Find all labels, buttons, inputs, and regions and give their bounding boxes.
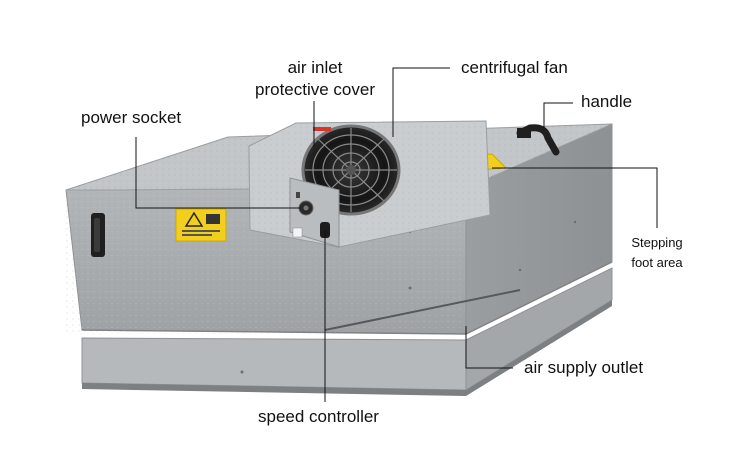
label-air-supply-outlet: air supply outlet bbox=[524, 358, 644, 377]
leader-lines bbox=[135, 67, 658, 402]
label-handle: handle bbox=[581, 92, 633, 111]
label-stepping-foot-area: Stepping foot area bbox=[620, 233, 694, 273]
fan-module bbox=[248, 120, 491, 248]
left-handle bbox=[91, 213, 105, 257]
top-handle bbox=[516, 124, 560, 156]
label-speed-controller: speed controller bbox=[258, 407, 379, 426]
label-power-socket: power socket bbox=[81, 108, 182, 127]
label-stepping-line2: foot area bbox=[631, 255, 683, 270]
leader-power-socket bbox=[135, 137, 301, 209]
leader-stepping-foot bbox=[492, 167, 658, 228]
label-air-inlet-line2: protective cover bbox=[255, 80, 375, 99]
leader-centrifugal-fan bbox=[392, 67, 450, 137]
warning-label-front bbox=[175, 208, 227, 242]
leader-handle bbox=[543, 102, 573, 128]
label-stepping-line1: Stepping bbox=[631, 235, 683, 250]
filter-frame-front bbox=[81, 337, 467, 391]
leader-air-supply bbox=[465, 326, 513, 369]
label-air-inlet-cover: air inlet protective cover bbox=[247, 57, 383, 101]
label-centrifugal-fan: centrifugal fan bbox=[461, 58, 568, 77]
label-air-inlet-line1: air inlet bbox=[287, 58, 343, 77]
